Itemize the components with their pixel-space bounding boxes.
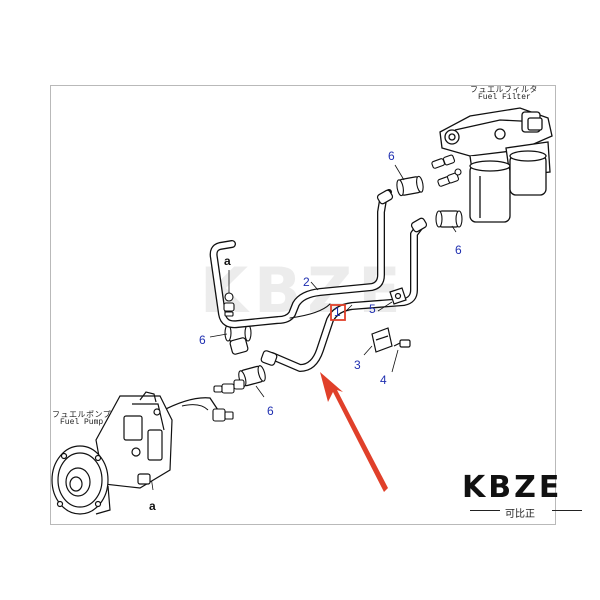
leader-lines <box>149 164 457 491</box>
callout-6-right: 6 <box>455 243 462 257</box>
callout-5: 5 <box>369 302 376 316</box>
reference-a-top: a <box>224 254 231 268</box>
callout-1: 1 <box>334 305 341 319</box>
fuel-pump-label-jp: フュエルポンプ <box>52 410 112 419</box>
tube-end-fittings <box>229 189 428 366</box>
nut-6-right <box>435 210 463 228</box>
red-arrow-icon <box>320 372 388 492</box>
pump-fittings <box>213 292 245 394</box>
connector <box>212 408 234 422</box>
clamp-5 <box>389 287 407 305</box>
callout-4: 4 <box>380 373 387 387</box>
callout-6-top: 6 <box>388 149 395 163</box>
fuel-filter-label-en: Fuel Filter <box>478 93 531 102</box>
clamp-3 <box>371 327 393 353</box>
callout-6-left: 6 <box>199 333 206 347</box>
callout-3: 3 <box>354 358 361 372</box>
pump-wire-2 <box>181 404 209 411</box>
fuel-filter-label-jp: フュエルフィルタ <box>470 85 538 94</box>
brand-subtitle: 可比正 <box>505 509 535 520</box>
reference-a-bottom: a <box>149 499 156 513</box>
bolt-4 <box>393 339 411 348</box>
callout-6-bottom: 6 <box>267 404 274 418</box>
tube-1 <box>268 222 424 372</box>
logo-rule-right <box>552 510 582 511</box>
filter-fittings <box>431 154 462 187</box>
fuel-filter-assembly <box>439 107 553 223</box>
diagram-frame <box>50 85 556 525</box>
fuel-pump-label-en: Fuel Pump <box>60 418 104 427</box>
fuel-pump-assembly <box>51 391 173 515</box>
logo-rule-left <box>470 510 500 511</box>
highlight-box-icon <box>330 304 346 321</box>
brand-logo: KBZE <box>462 470 563 505</box>
nut-6-top <box>395 175 425 197</box>
callout-2: 2 <box>303 275 310 289</box>
